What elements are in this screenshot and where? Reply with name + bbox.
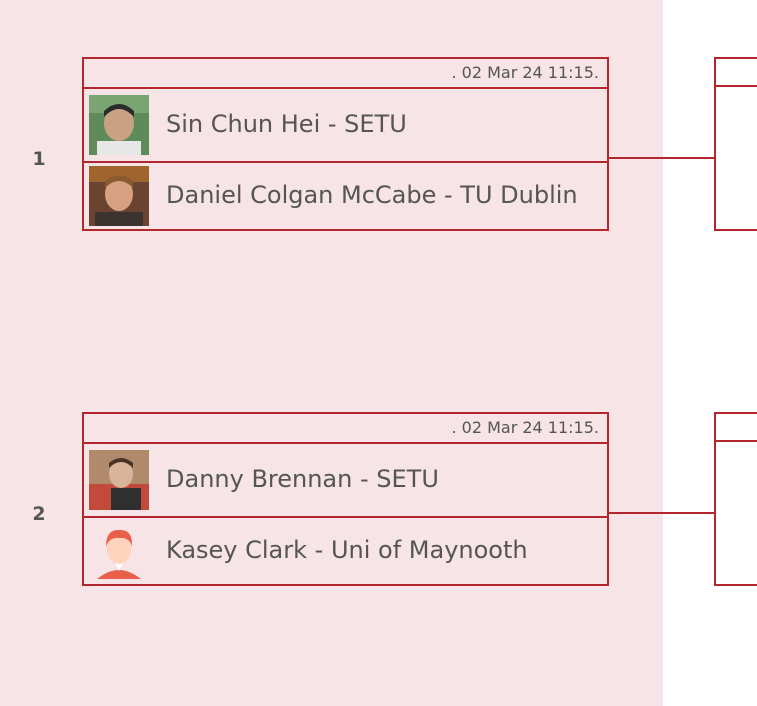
player-row[interactable]: Sin Chun Hei - SETU [84, 89, 607, 163]
player-row[interactable]: Daniel Colgan McCabe - TU Dublin [84, 163, 607, 229]
player-name: Kasey Clark - Uni of Maynooth [166, 536, 528, 564]
player-name: Daniel Colgan McCabe - TU Dublin [166, 181, 578, 209]
match-box[interactable]: . 02 Mar 24 11:15. Danny Brennan - SETU … [82, 412, 609, 586]
bracket-connector [609, 157, 757, 159]
match-number: 2 [32, 503, 46, 525]
player-name: Sin Chun Hei - SETU [166, 110, 407, 138]
next-round-divider [716, 440, 757, 442]
player-row[interactable]: Kasey Clark - Uni of Maynooth [84, 518, 607, 584]
match-datetime: . 02 Mar 24 11:15. [84, 59, 607, 89]
avatar [89, 166, 149, 226]
match-datetime: . 02 Mar 24 11:15. [84, 414, 607, 444]
match-box[interactable]: . 02 Mar 24 11:15. Sin Chun Hei - SETU D… [82, 57, 609, 231]
player-name: Danny Brennan - SETU [166, 465, 439, 493]
avatar [89, 95, 149, 155]
next-round-box[interactable] [714, 412, 757, 586]
match-number: 1 [32, 148, 46, 170]
default-person-avatar-icon [89, 521, 149, 581]
player-row[interactable]: Danny Brennan - SETU [84, 444, 607, 518]
next-round-divider [716, 85, 757, 87]
next-round-box[interactable] [714, 57, 757, 231]
avatar [89, 450, 149, 510]
bracket-connector [609, 512, 757, 514]
